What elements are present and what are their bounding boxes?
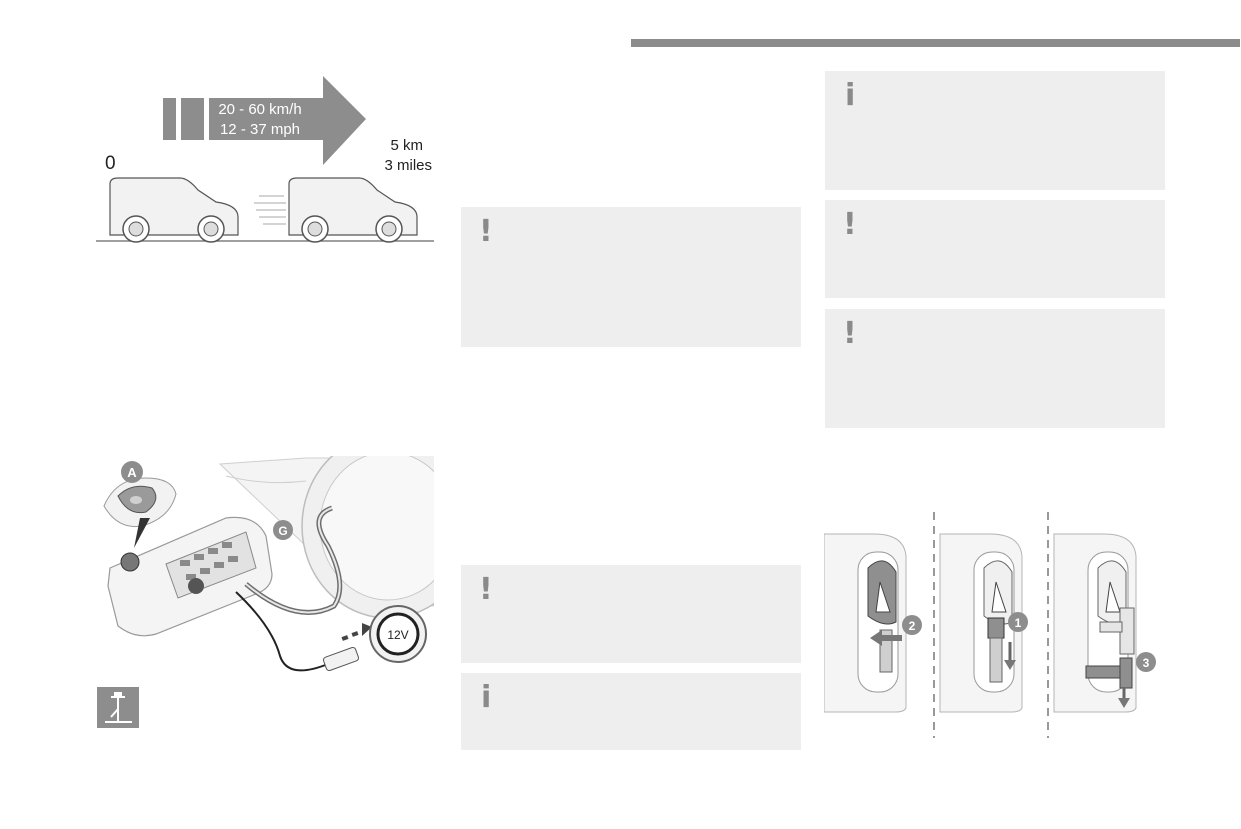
valve-panel-3: 3 <box>1053 533 1156 713</box>
label-g: G <box>278 524 287 538</box>
distance-km-label: 5 km <box>390 137 423 154</box>
info-box-2: i <box>825 71 1165 190</box>
step-3-label: 3 <box>1143 656 1150 670</box>
start-label: 0 <box>105 153 116 174</box>
warning-icon: ! <box>843 316 857 351</box>
warning-icon: ! <box>479 572 493 607</box>
speed-mph-label: 12 - 37 mph <box>220 121 300 138</box>
distance-miles-label: 3 miles <box>384 157 432 174</box>
valve-panel-2: 2 <box>824 533 922 713</box>
valve-panel-1: 1 <box>939 533 1028 713</box>
info-icon: i <box>845 78 856 113</box>
speed-kmh-label: 20 - 60 km/h <box>218 101 301 118</box>
warning-box-1: ! <box>461 207 801 347</box>
warning-box-2: ! <box>461 565 801 663</box>
label-a: A <box>127 465 137 480</box>
info-box-1: i <box>461 673 801 750</box>
info-icon: i <box>481 680 492 715</box>
warning-box-3: ! <box>825 200 1165 298</box>
step-1-label: 1 <box>1015 616 1022 630</box>
valve-steps-figure: 2 1 3 <box>824 512 1162 738</box>
warning-icon: ! <box>843 207 857 242</box>
step-2-label: 2 <box>909 619 916 633</box>
jack-tool-icon <box>97 687 139 728</box>
warning-icon: ! <box>479 214 493 249</box>
compressor-kit-figure: A G 12V <box>96 456 434 682</box>
socket-label: 12V <box>387 628 408 642</box>
car-start-icon <box>109 177 239 243</box>
warning-box-4: ! <box>825 309 1165 428</box>
header-bar <box>631 39 1240 47</box>
car-end-icon <box>288 177 418 243</box>
speed-distance-figure: 20 - 60 km/h 12 - 37 mph 0 5 km 3 miles <box>96 72 436 247</box>
